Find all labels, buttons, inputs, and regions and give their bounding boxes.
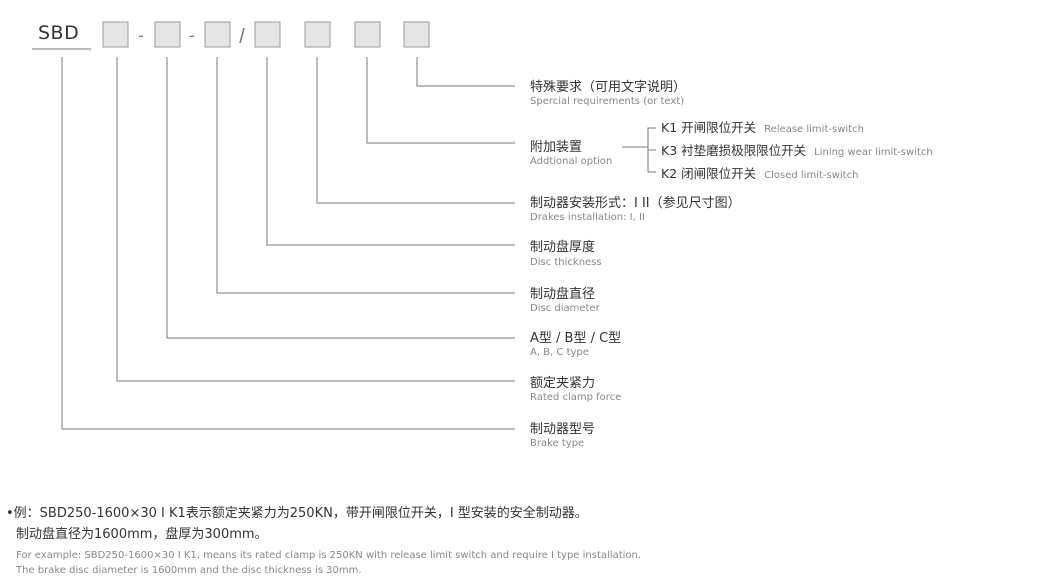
option-k2-code: K2 闭闸限位开关 xyxy=(661,166,757,181)
option-k1: K1 开闸限位开关 Release limit-switch xyxy=(661,120,864,138)
separator-dash-2: - xyxy=(189,26,195,45)
option-k1-en: Release limit-switch xyxy=(764,124,864,135)
example-zh-line1: •例：SBD250-1600×30 I K1表示额定夹紧力为250KN，带开闸限… xyxy=(6,506,588,521)
field-special-en: Spercial requirements (or text) xyxy=(530,96,685,107)
leader-brake-type xyxy=(61,57,515,430)
field-brake-type-zh: 制动器型号 xyxy=(530,422,596,437)
leader-disc-thickness xyxy=(266,57,515,246)
example-zh-line2: 制动盘直径为1600mm，盘厚为300mm。 xyxy=(16,527,268,542)
field-disc-thickness-en: Disc thickness xyxy=(530,257,602,268)
code-box-special xyxy=(403,21,430,48)
leader-option xyxy=(366,57,515,144)
field-clamp-force-en: Rated clamp force xyxy=(530,392,622,403)
option-k3-en: Lining wear limit-switch xyxy=(814,147,933,158)
field-disc-diameter-en: Disc diameter xyxy=(530,303,600,314)
code-box-disc-diameter xyxy=(204,21,231,48)
leader-clamp-force xyxy=(116,57,515,382)
option-k2-en: Closed limit-switch xyxy=(764,170,859,181)
field-installation-zh: 制动器安装形式：I II（参见尺寸图） xyxy=(530,196,741,211)
field-disc-thickness-zh: 制动盘厚度 xyxy=(530,240,596,255)
field-clamp-force-zh: 额定夹紧力 xyxy=(530,376,596,391)
field-type-zh: A型 / B型 / C型 xyxy=(530,331,622,346)
separator-slash: / xyxy=(239,26,245,48)
code-box-type xyxy=(154,21,181,48)
option-k3-code: K3 衬垫磨损极限限位开关 xyxy=(661,143,807,158)
field-option-zh: 附加装置 xyxy=(530,140,583,155)
leader-type xyxy=(166,57,515,339)
example-en-line2: The brake disc diameter is 1600mm and th… xyxy=(16,565,362,576)
leader-disc-diameter xyxy=(216,57,515,294)
field-disc-diameter-zh: 制动盘直径 xyxy=(530,287,596,302)
model-prefix: SBD xyxy=(38,22,80,44)
separator-dash-1: - xyxy=(138,26,144,45)
code-box-clamp-force xyxy=(102,21,129,48)
field-brake-type-en: Brake type xyxy=(530,438,585,449)
code-box-disc-thickness xyxy=(254,21,281,48)
example-en-line1: For example: SBD250-1600×30 I K1, means … xyxy=(16,550,642,561)
field-installation-en: Drakes installation: I, II xyxy=(530,212,645,223)
field-special-zh: 特殊要求（可用文字说明） xyxy=(530,80,687,95)
leader-special xyxy=(416,57,515,87)
leader-installation xyxy=(316,57,515,204)
field-type-en: A, B, C type xyxy=(530,347,589,358)
code-box-installation xyxy=(304,21,331,48)
option-k3: K3 衬垫磨损极限限位开关 Lining wear limit-switch xyxy=(661,143,933,161)
option-k1-code: K1 开闸限位开关 xyxy=(661,120,757,135)
option-k2: K2 闭闸限位开关 Closed limit-switch xyxy=(661,166,858,184)
field-option-en: Addtional option xyxy=(530,156,613,167)
code-box-option xyxy=(354,21,381,48)
